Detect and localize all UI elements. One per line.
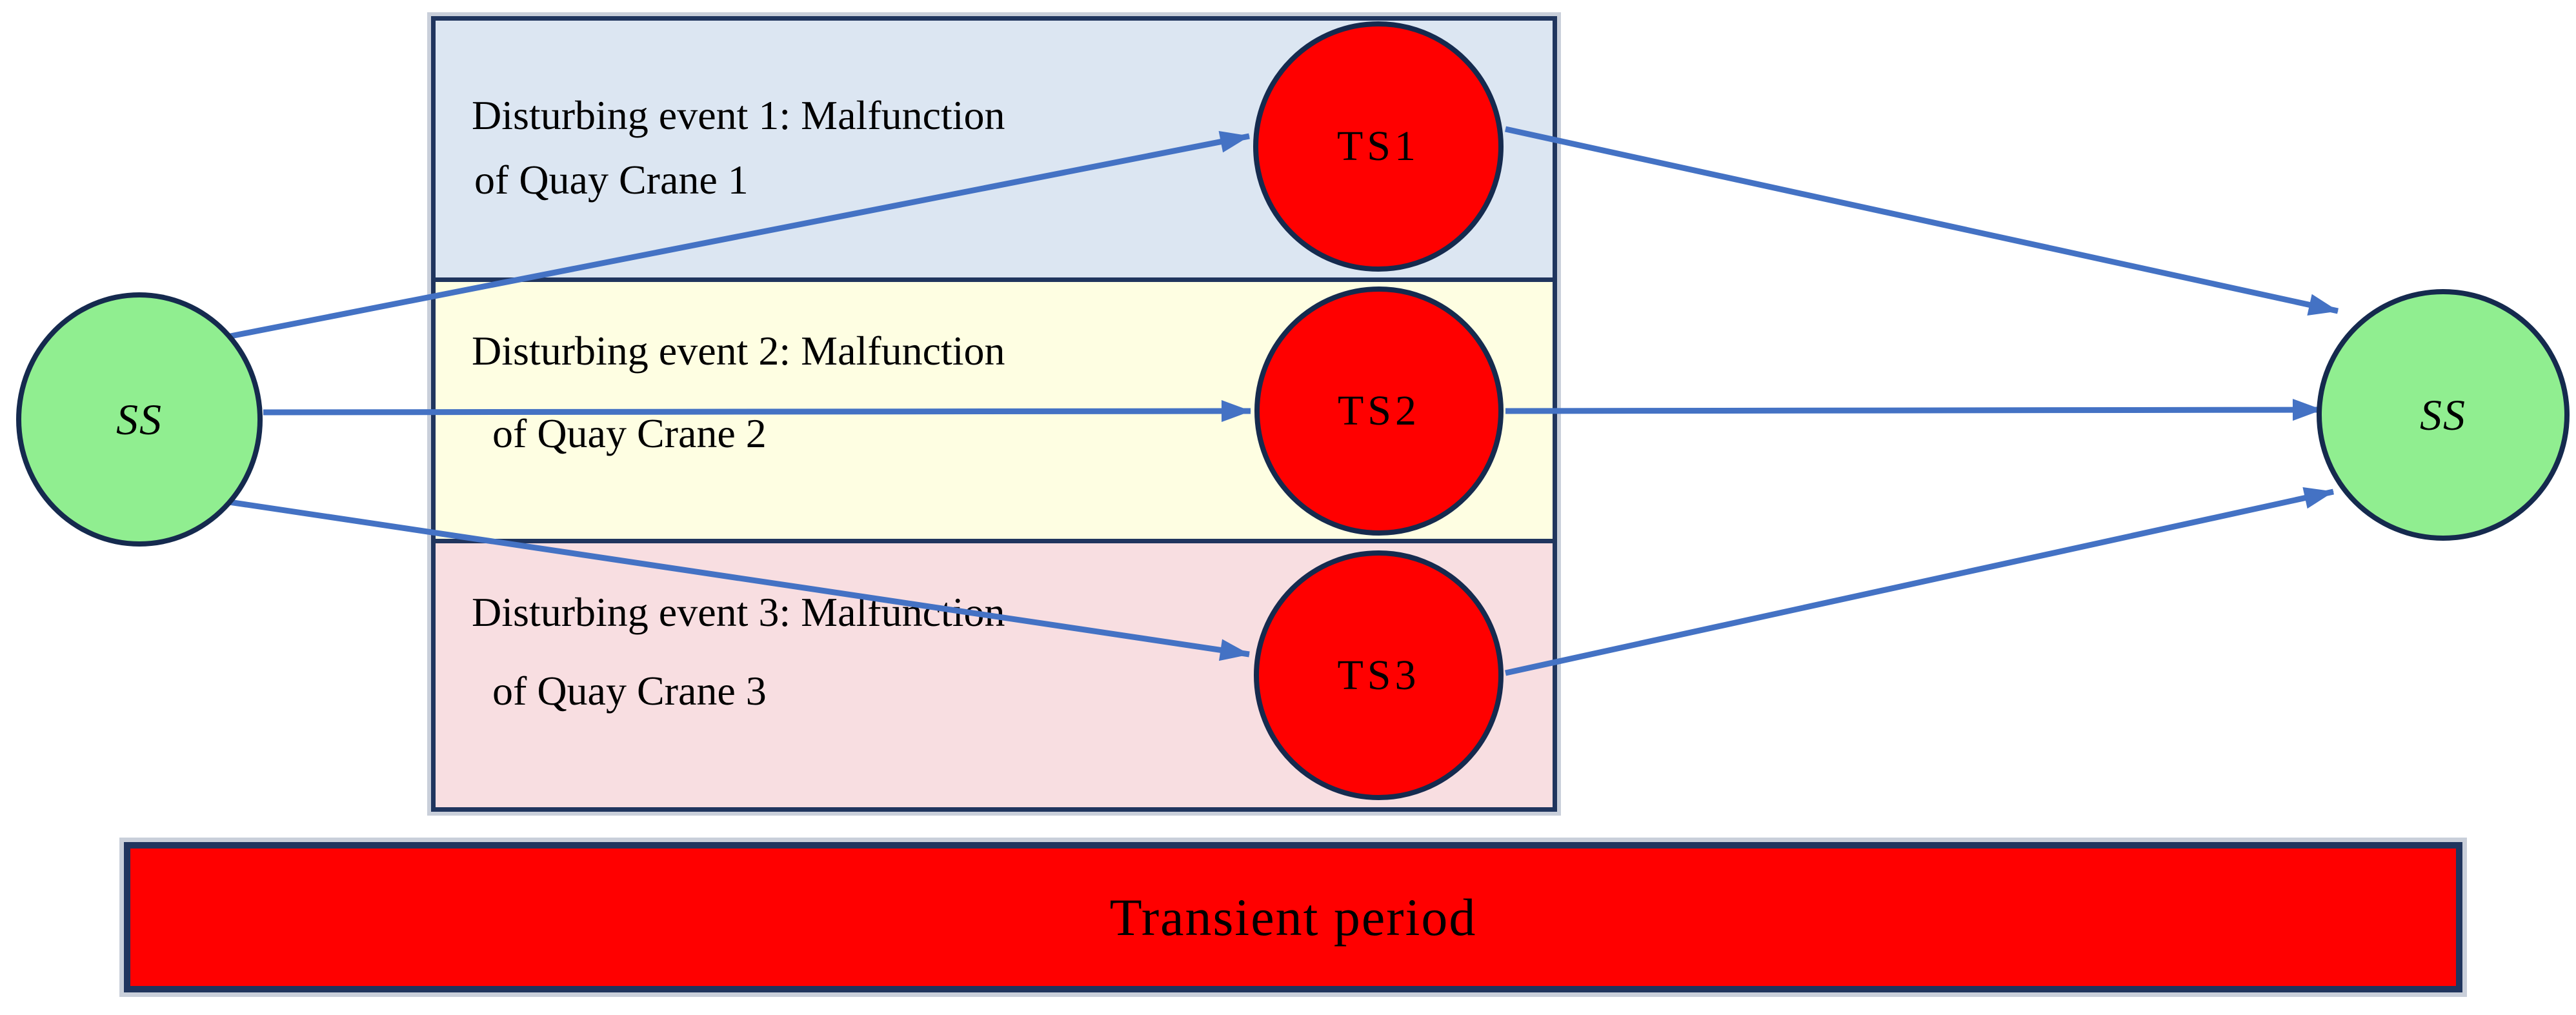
- event-3-line-2: of Quay Crane 3: [492, 668, 767, 714]
- transient-state-node-ts2: TS2: [1254, 286, 1504, 536]
- event-1-line-1: Disturbing event 1: Malfunction: [472, 92, 1005, 138]
- ts2-label: TS2: [1337, 387, 1421, 434]
- arrow-ts1-to-ss: [1505, 126, 2339, 316]
- ts1-label: TS1: [1336, 123, 1420, 170]
- transient-state-node-ts1: TS1: [1253, 21, 1504, 272]
- ts3-label: TS3: [1337, 651, 1420, 699]
- transient-period-label: Transient period: [1109, 887, 1477, 947]
- event-2-line-2: of Quay Crane 2: [492, 410, 767, 456]
- end-state-node: SS: [2317, 289, 2570, 541]
- arrow-ts2-to-ss: [1505, 399, 2322, 421]
- transient-period-bar: Transient period: [124, 842, 2462, 992]
- arrow-ts3-to-ss: [1505, 487, 2334, 676]
- start-state-label: SS: [116, 394, 163, 444]
- end-state-label: SS: [2420, 390, 2466, 439]
- start-state-node: SS: [16, 292, 263, 547]
- transient-state-node-ts3: TS3: [1254, 550, 1504, 800]
